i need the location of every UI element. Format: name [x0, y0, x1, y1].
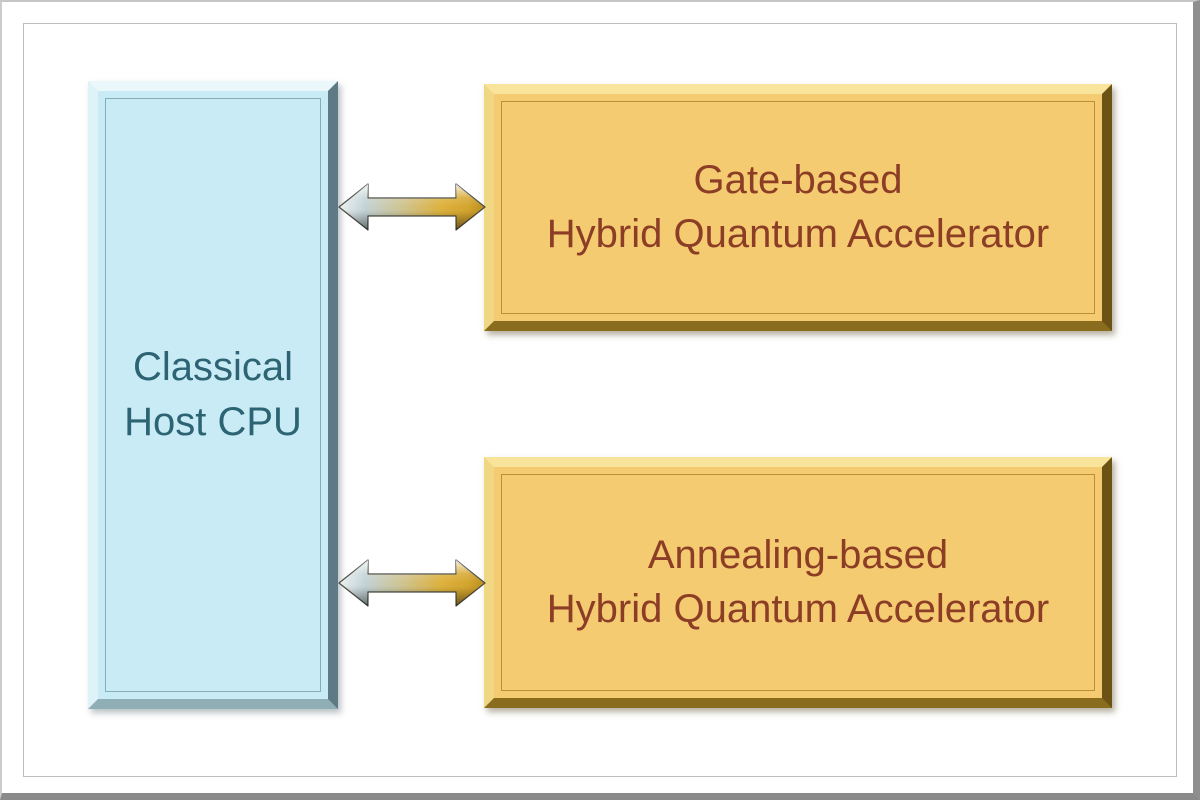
bidirectional-arrow-cpu-gate [338, 183, 486, 231]
cpu-label-line-2: Host CPU [124, 400, 302, 444]
classical-host-cpu-box: Classical Host CPU [88, 81, 338, 709]
cpu-label-line-1: Classical [132, 344, 294, 389]
gate-accelerator-label: Gate-based Hybrid Quantum Accelerator [547, 154, 1049, 260]
annealing-label-line-1: Annealing-based [647, 533, 949, 578]
gate-based-accelerator-box: Gate-based Hybrid Quantum Accelerator [484, 84, 1112, 331]
gate-label-line-2: Hybrid Quantum Accelerator [546, 211, 1050, 256]
cpu-label: Classical Host CPU [124, 340, 302, 450]
annealing-based-accelerator-box: Annealing-based Hybrid Quantum Accelerat… [484, 457, 1112, 708]
annealing-accelerator-label: Annealing-based Hybrid Quantum Accelerat… [547, 529, 1049, 635]
bidirectional-arrow-cpu-annealing [338, 559, 486, 607]
annealing-label-line-2: Hybrid Quantum Accelerator [546, 586, 1050, 631]
gate-label-line-1: Gate-based [693, 158, 903, 203]
